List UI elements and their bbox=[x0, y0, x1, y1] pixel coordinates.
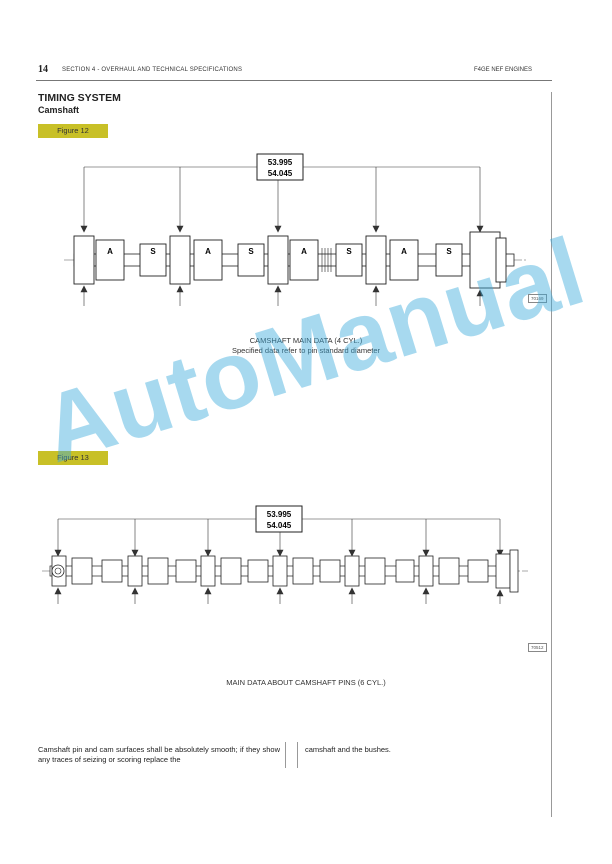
figure-13-ref: 70512 bbox=[528, 643, 547, 652]
lobe-label: A bbox=[401, 247, 407, 256]
dimension-max: 54.045 bbox=[268, 169, 293, 178]
figure-12-camshaft-drawing: 53.995 54.045 A S A bbox=[64, 153, 526, 306]
sub-title: Camshaft bbox=[38, 105, 80, 115]
lobe-label: S bbox=[248, 247, 254, 256]
lobe-label: S bbox=[346, 247, 352, 256]
figure-12-caption-note: Specified data refer to pin standard dia… bbox=[231, 346, 380, 355]
figure-12-caption: CAMSHAFT MAIN DATA (4 CYL.) bbox=[249, 336, 363, 345]
figure-13-label: Figure 13 bbox=[38, 451, 108, 465]
right-margin-rule bbox=[551, 92, 552, 817]
lobe-label: A bbox=[301, 247, 307, 256]
dimension-min: 53.995 bbox=[268, 158, 293, 167]
body-text-right: camshaft and the bushes. bbox=[305, 745, 391, 754]
lobe-label: A bbox=[205, 247, 211, 256]
body-text-left: Camshaft pin and cam surfaces shall be a… bbox=[38, 745, 280, 764]
engine-name: F4GE NEF ENGINES bbox=[474, 67, 533, 73]
lobe-label: A bbox=[107, 247, 113, 256]
figure-13-camshaft-drawing: 53.995 54.045 bbox=[42, 505, 528, 604]
column-divider bbox=[285, 742, 286, 768]
main-title: TIMING SYSTEM bbox=[38, 92, 121, 104]
lobe-label: S bbox=[446, 247, 452, 256]
dimension-min: 53.995 bbox=[267, 510, 292, 519]
page-number: 14 bbox=[38, 64, 48, 75]
section-title: SECTION 4 - OVERHAUL AND TECHNICAL SPECI… bbox=[62, 67, 243, 73]
dimension-box bbox=[255, 505, 303, 533]
column-divider bbox=[297, 742, 298, 768]
figure-13-caption: MAIN DATA ABOUT CAMSHAFT PINS (6 CYL.) bbox=[226, 678, 386, 687]
figure-12-ref: 70169 bbox=[528, 294, 547, 303]
dimension-max: 54.045 bbox=[267, 521, 292, 530]
header-rule bbox=[36, 80, 552, 81]
figure-12-label: Figure 12 bbox=[38, 124, 108, 138]
lobe-label: S bbox=[150, 247, 156, 256]
